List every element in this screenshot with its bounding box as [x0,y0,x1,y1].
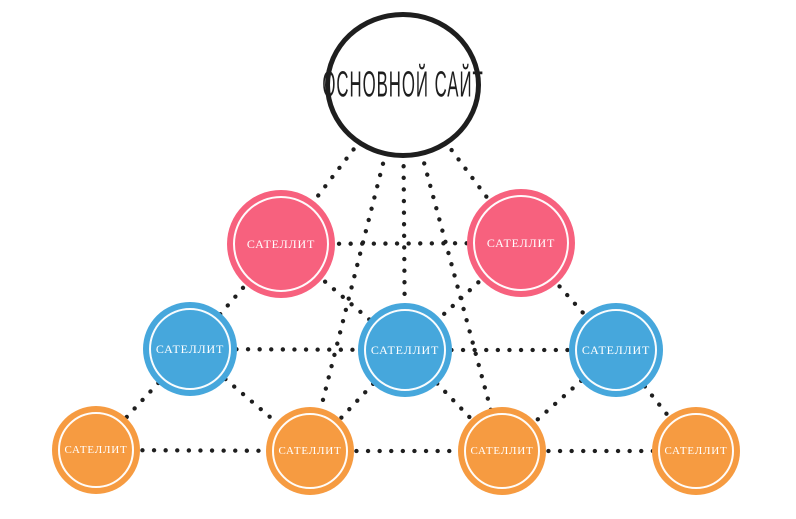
satellite-label: САТЕЛЛИТ [664,445,728,457]
node-blue-center: САТЕЛЛИТ [358,303,452,397]
satellite-label: САТЕЛЛИТ [470,445,534,457]
satellite-label: САТЕЛЛИТ [581,342,651,357]
node-pink-left: САТЕЛЛИТ [227,190,335,298]
main-site-label: ОСНОВНОЙ САЙТ [322,64,484,105]
edge-pink-left-blue-center [278,241,408,353]
satellite-label: САТЕЛЛИТ [155,341,225,356]
node-main: ОСНОВНОЙ САЙТ [322,12,484,158]
node-orange-2: САТЕЛЛИТ [266,407,354,495]
node-orange-3: САТЕЛЛИТ [458,407,546,495]
node-orange-4: САТЕЛЛИТ [652,407,740,495]
node-orange-1: САТЕЛЛИТ [52,406,140,494]
satellite-label: САТЕЛЛИТ [246,236,316,251]
satellite-label: САТЕЛЛИТ [64,444,128,456]
node-blue-left: САТЕЛЛИТ [143,302,237,396]
node-blue-right: САТЕЛЛИТ [569,303,663,397]
node-pink-right: САТЕЛЛИТ [467,189,575,297]
satellite-label: САТЕЛЛИТ [370,342,440,357]
edge-main-orange-2 [307,82,406,454]
satellite-label: САТЕЛЛИТ [486,235,556,250]
satellite-label: САТЕЛЛИТ [278,445,342,457]
